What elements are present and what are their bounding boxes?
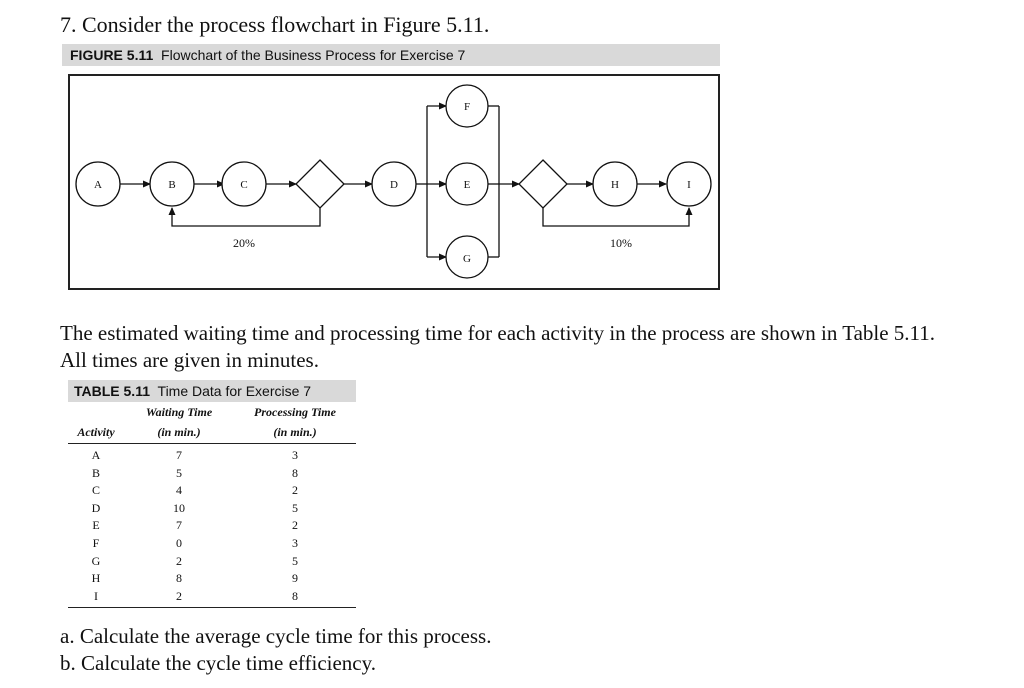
loop-decision2-to-i — [542, 207, 693, 227]
loop2-percent-label: 10% — [610, 236, 632, 250]
cell-processing: 5 — [292, 500, 298, 515]
loop-decision1-to-b — [168, 207, 321, 227]
questions-block: a. Calculate the average cycle time for … — [60, 623, 491, 677]
node-c — [221, 161, 267, 207]
table-caption: TABLE 5.11 Time Data for Exercise 7 — [68, 380, 356, 402]
table-caption-text: Time Data for Exercise 7 — [157, 383, 312, 399]
table-row: B 5 8 — [68, 465, 356, 483]
cell-waiting: 7 — [176, 448, 182, 462]
node-b-label: B — [168, 179, 175, 191]
cell-activity: H — [91, 571, 101, 586]
node-d-label: D — [390, 179, 398, 191]
cell-activity: G — [91, 553, 101, 568]
cell-processing: 9 — [292, 571, 298, 586]
cell-processing: 8 — [234, 587, 356, 609]
node-d — [371, 161, 417, 207]
flowchart: A B C D E F G H I 20% 10% — [75, 84, 712, 279]
question-part-a: a. Calculate the average cycle time for … — [60, 624, 492, 648]
figure-caption-label: FIGURE 5.11 — [70, 47, 154, 63]
table-row: G 2 5 — [68, 553, 356, 571]
figure-caption-text: Flowchart of the Business Process for Ex… — [161, 47, 466, 63]
cell-activity: E — [92, 518, 100, 533]
node-a-label: A — [94, 179, 102, 191]
node-c-label: C — [240, 179, 247, 191]
cell-activity: I — [68, 587, 124, 609]
header-activity-spacer — [68, 402, 124, 422]
table-row: A 7 3 — [68, 444, 356, 465]
node-h-label: H — [611, 179, 619, 191]
cell-waiting: 5 — [176, 465, 182, 480]
cell-waiting: 2 — [124, 587, 234, 609]
table-row: H 8 9 — [68, 570, 356, 588]
cell-processing: 5 — [292, 553, 298, 568]
cell-waiting: 10 — [173, 500, 185, 515]
cell-waiting: 7 — [176, 518, 182, 533]
node-g-label: G — [463, 253, 471, 265]
flowchart-frame — [68, 74, 720, 290]
figure-caption: FIGURE 5.11 Flowchart of the Business Pr… — [62, 44, 720, 66]
header-processing-line1: Processing Time — [254, 405, 336, 419]
table-row: D 10 5 — [68, 500, 356, 518]
table-row: I 2 8 — [68, 587, 356, 609]
decision-diamond-1 — [295, 159, 345, 209]
cell-activity: D — [91, 500, 101, 515]
node-e — [445, 162, 489, 206]
cell-waiting: 2 — [176, 553, 182, 568]
cell-waiting: 4 — [176, 483, 182, 498]
table-row: C 4 2 — [68, 482, 356, 500]
table-caption-label: TABLE 5.11 — [74, 383, 150, 399]
header-processing-line2: (in min.) — [234, 422, 356, 444]
node-g — [445, 235, 489, 279]
cell-processing: 2 — [292, 483, 298, 498]
node-f-label: F — [464, 101, 470, 113]
question-part-b: b. Calculate the cycle time efficiency. — [60, 651, 377, 675]
node-i — [666, 161, 712, 207]
intro-paragraph: The estimated waiting time and processin… — [60, 321, 936, 372]
cell-processing: 3 — [292, 448, 298, 462]
node-e-label: E — [464, 179, 471, 191]
cell-waiting: 0 — [176, 535, 182, 550]
node-i-label: I — [687, 179, 691, 191]
node-f — [445, 84, 489, 128]
question-title: 7. Consider the process flowchart in Fig… — [60, 12, 490, 37]
header-waiting-line1: Waiting Time — [145, 405, 213, 419]
decision-diamond-2 — [518, 159, 568, 209]
cell-waiting: 8 — [176, 571, 182, 586]
time-data-table: Waiting Time Processing Time Activity (i… — [68, 402, 356, 609]
node-a — [75, 161, 121, 207]
cell-processing: 3 — [292, 535, 298, 550]
header-waiting-line2: (in min.) — [124, 422, 234, 444]
node-b — [149, 161, 195, 207]
header-activity: Activity — [68, 422, 124, 444]
cell-activity: C — [91, 483, 100, 498]
cell-processing: 8 — [292, 465, 298, 480]
cell-activity: A — [91, 448, 101, 462]
table-row: E 7 2 — [68, 517, 356, 535]
table-row: F 0 3 — [68, 535, 356, 553]
cell-activity: B — [91, 465, 100, 480]
loop1-percent-label: 20% — [233, 236, 255, 250]
cell-processing: 2 — [292, 518, 298, 533]
cell-activity: F — [92, 535, 100, 550]
node-h — [592, 161, 638, 207]
